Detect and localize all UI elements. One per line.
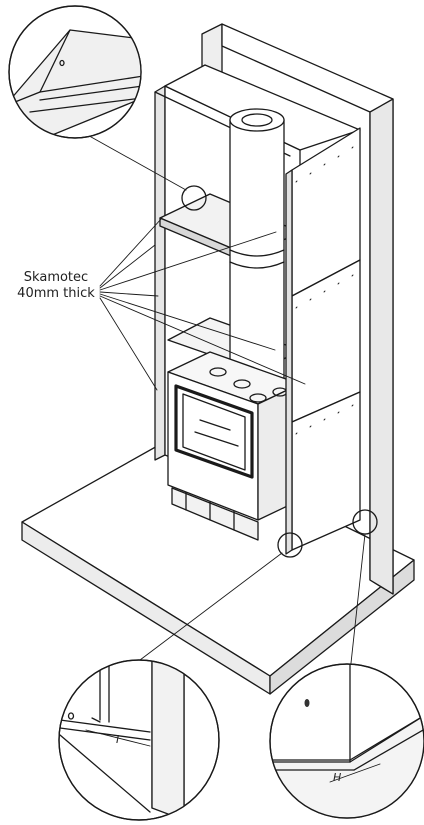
- floor-slab: [21, 439, 415, 695]
- stove-stand: [171, 487, 259, 541]
- front-right-panels: [285, 127, 361, 555]
- detail-circle-bottom-right: H: [269, 663, 424, 819]
- detail-circle-top: [8, 5, 142, 139]
- detail-circle-bottom-left: I: [58, 659, 220, 821]
- flue-pipe: [229, 108, 285, 387]
- dimension-h-label: H: [333, 771, 341, 784]
- annotation-line-1: Skamotec: [23, 270, 89, 285]
- annotation-line-2: 40mm thick: [17, 286, 95, 301]
- skamotec-annotation: Skamotec 40mm thick: [10, 270, 102, 302]
- leader-lines: [99, 217, 306, 391]
- dimension-i-label: I: [116, 733, 119, 746]
